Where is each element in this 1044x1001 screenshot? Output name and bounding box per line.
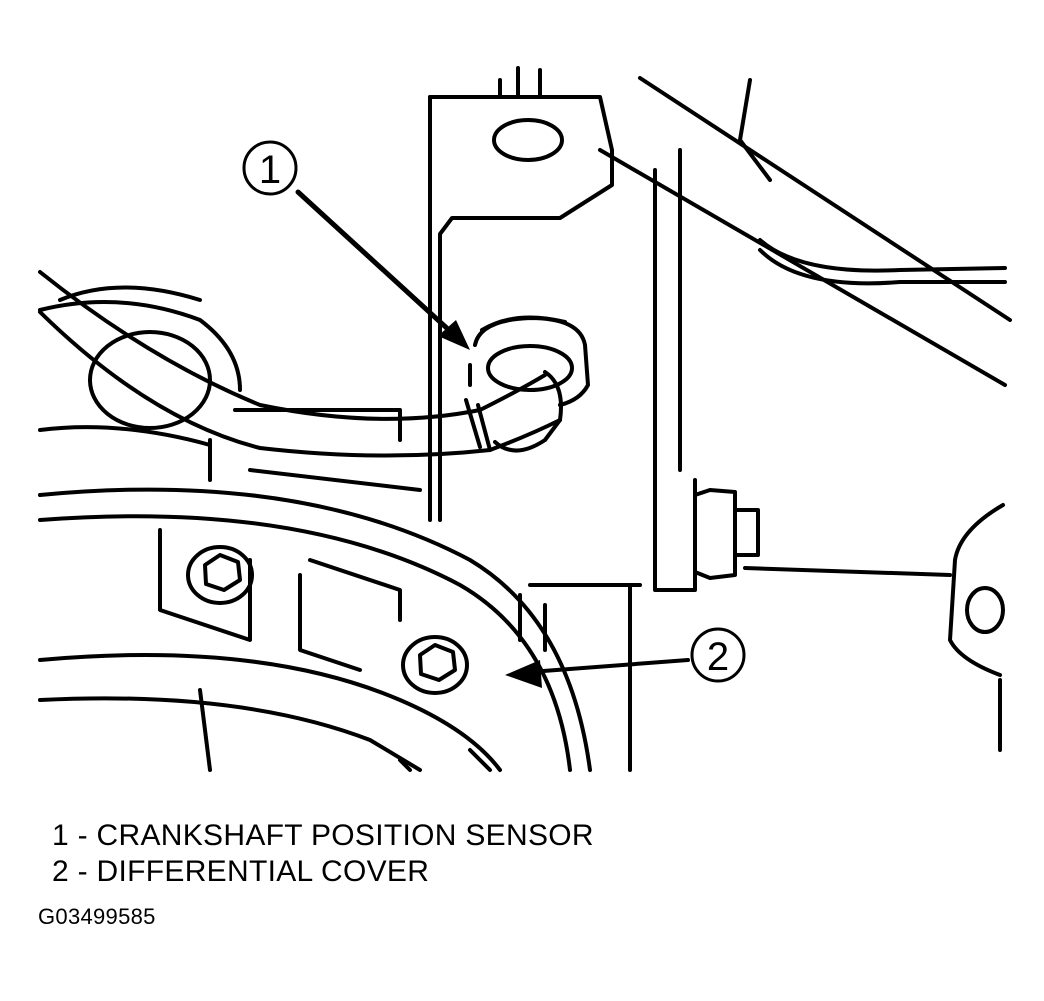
svg-text:2: 2 (707, 635, 729, 679)
figure-id: G03499585 (38, 904, 156, 929)
housing-bolt-center (401, 635, 469, 695)
right-housing (948, 503, 1005, 752)
callout-leaders (295, 189, 690, 674)
svg-text:1: 1 (259, 148, 281, 192)
upper-frame-rails (598, 76, 1012, 387)
technical-illustration: 1 2 (38, 66, 1012, 772)
legend-item-differential-cover: 2 - DIFFERENTIAL COVER (52, 855, 430, 888)
differential-housing (38, 487, 592, 772)
crankshaft-position-sensor (468, 315, 590, 453)
arrowhead-1 (438, 320, 470, 350)
upper-left-ring (38, 285, 422, 492)
bracket-bolt (693, 488, 952, 580)
mounting-bracket (428, 66, 697, 772)
legend-item-crankshaft-position-sensor: 1 - CRANKSHAFT POSITION SENSOR (52, 819, 594, 852)
sensor-cable (38, 270, 562, 458)
parts-legend: 1 - CRANKSHAFT POSITION SENSOR 2 - DIFFE… (52, 818, 594, 890)
callout-2: 2 (690, 627, 746, 683)
arrowhead-2 (505, 660, 542, 688)
housing-bolt-left (186, 545, 254, 605)
callout-1: 1 (242, 140, 298, 196)
